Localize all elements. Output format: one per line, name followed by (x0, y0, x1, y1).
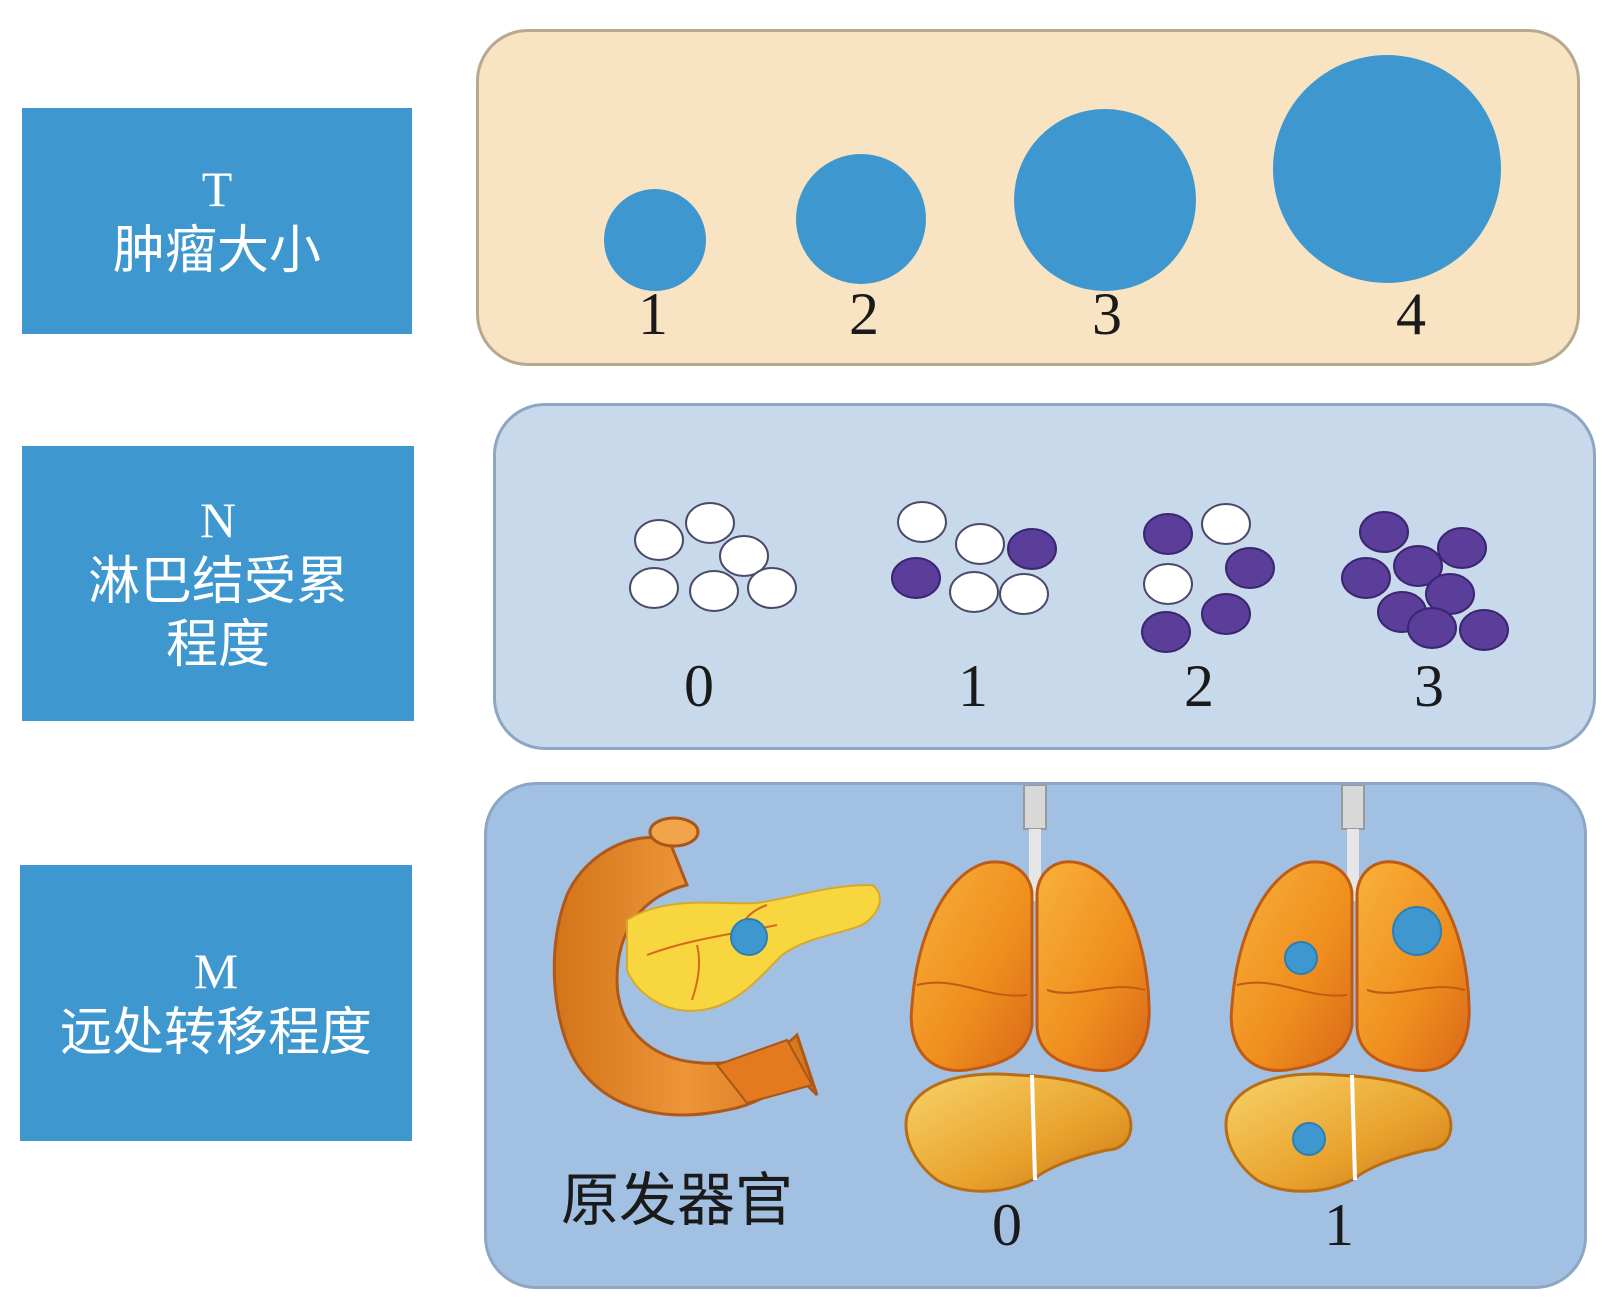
lymph-node (1143, 563, 1193, 605)
m-panel: 原发器官 0 1 (484, 782, 1587, 1289)
lymph-node (955, 523, 1005, 565)
t-title: 肿瘤大小 (112, 220, 321, 281)
m-label-box: M 远处转移程度 (20, 865, 412, 1141)
lung-metastasis-small (1284, 941, 1318, 975)
n-panel-graphic: 0 1 2 3 (629, 501, 1509, 719)
n-stage-1: 1 (958, 653, 988, 719)
trachea-icon (1023, 785, 1047, 830)
lymph-node-involved (891, 557, 941, 599)
n-cluster-3 (1341, 511, 1509, 651)
liver-ligament (1350, 1074, 1357, 1181)
liver-icon (904, 1072, 1133, 1193)
lymph-node-involved (1143, 513, 1193, 555)
lymph-node-involved (1459, 609, 1509, 651)
liver-ligament (1030, 1074, 1037, 1181)
n-stage-0: 0 (684, 653, 714, 719)
n-title-line2: 程度 (165, 615, 270, 675)
m-stage-0: 0 (992, 1192, 1022, 1258)
lungs-icon-right (1035, 860, 1151, 1073)
stomach-opening (648, 816, 700, 848)
lung-lobes (1236, 981, 1466, 997)
tumor-circle-2 (796, 154, 926, 284)
n-panel: 0 1 2 3 (493, 403, 1596, 750)
n-stage-3: 3 (1414, 653, 1444, 719)
t-panel: 1 2 3 4 (476, 29, 1580, 366)
lymph-node (689, 570, 739, 612)
lungs-icon-left (909, 860, 1034, 1073)
t-stage-3: 3 (1092, 281, 1122, 347)
m-title: 远处转移程度 (59, 1002, 372, 1063)
lymph-node-involved (1407, 607, 1457, 649)
lung-metastasis-large (1392, 906, 1442, 956)
tumor-circle-4 (1273, 55, 1501, 283)
m-stage-1: 1 (1324, 1192, 1354, 1258)
n-cluster-0 (629, 502, 797, 612)
n-stage-2: 2 (1184, 653, 1214, 719)
lymph-node-involved (1437, 527, 1487, 569)
liver-metastasis (1292, 1122, 1326, 1156)
primary-organ (552, 816, 881, 1117)
n-letter: N (199, 491, 237, 548)
lymph-node (629, 567, 679, 609)
t-stage-1: 1 (638, 281, 668, 347)
tumor-circle-1 (604, 189, 706, 291)
lungs-icon-right (1355, 860, 1471, 1073)
lymph-node-involved (1141, 611, 1191, 653)
lymph-node-involved (1359, 511, 1409, 553)
n-label-box: N 淋巴结受累 程度 (22, 446, 414, 721)
lymph-node (1201, 503, 1251, 545)
lymph-node-involved (1007, 528, 1057, 570)
lymph-node (949, 571, 999, 613)
lymph-node (897, 501, 947, 543)
n-cluster-1 (891, 501, 1057, 615)
primary-organ-label: 原发器官 (561, 1166, 793, 1234)
m-organs-0 (904, 785, 1151, 1193)
t-stage-2: 2 (849, 281, 879, 347)
primary-tumor (730, 918, 768, 956)
t-label-box: T 肿瘤大小 (22, 108, 412, 334)
lymph-node (747, 567, 797, 609)
t-stage-4: 4 (1396, 281, 1426, 347)
lymph-node (685, 502, 735, 544)
t-panel-graphic: 1 2 3 4 (604, 55, 1501, 347)
n-cluster-2 (1141, 503, 1275, 653)
lymph-node (999, 573, 1049, 615)
tumor-circle-3 (1014, 109, 1196, 291)
trachea-icon (1341, 785, 1365, 830)
t-letter: T (201, 160, 233, 217)
duodenum (715, 1038, 814, 1105)
lymph-node (634, 519, 684, 561)
lymph-node-involved (1201, 593, 1251, 635)
lymph-node-involved (1225, 547, 1275, 589)
lymph-node-involved (1341, 557, 1391, 599)
n-title-line1: 淋巴结受累 (87, 551, 348, 612)
liver-icon (1224, 1072, 1453, 1193)
m-organs-1 (1224, 785, 1471, 1193)
m-letter: M (193, 942, 239, 999)
lung-lobes (916, 981, 1146, 997)
m-panel-graphic: 原发器官 0 1 (552, 785, 1471, 1258)
